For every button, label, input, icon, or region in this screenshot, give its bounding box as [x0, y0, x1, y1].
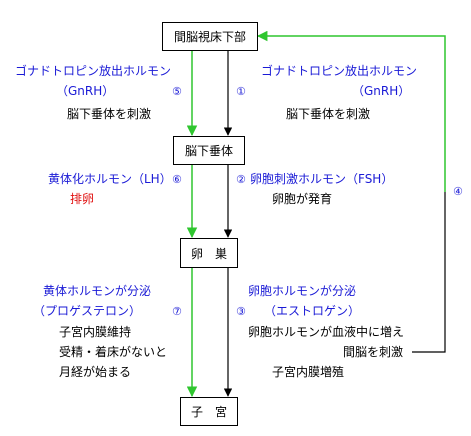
- right-gnrh-line2: （GnRH）: [352, 84, 411, 98]
- right-est-note1: 卵胞ホルモンが血液中に増え: [248, 325, 405, 339]
- left-prog-note3: 月経が始まる: [59, 365, 132, 379]
- right-est-line2: （エストロゲン）: [264, 304, 361, 318]
- right-gnrh-line1: ゴナドトロピン放出ホルモン: [261, 64, 418, 78]
- feedback-black-line: [412, 192, 446, 353]
- step-3: ③: [236, 305, 246, 318]
- right-est-note2: 間脳を刺激: [343, 345, 404, 359]
- left-prog-note1: 子宮内膜維持: [59, 325, 132, 339]
- node-ovary: 卵 巣: [180, 238, 238, 268]
- left-gnrh-line2: （GnRH）: [56, 84, 115, 98]
- right-fsh-note: 卵胞が発育: [272, 192, 333, 206]
- node-hypothalamus: 間脳視床下部: [162, 22, 258, 51]
- left-gnrh-note: 脳下垂体を刺激: [67, 107, 152, 121]
- right-est-line1: 卵胞ホルモンが分泌: [248, 284, 357, 298]
- step-5: ⑤: [172, 85, 182, 98]
- right-fsh-label: 卵胞刺激ホルモン（FSH）: [250, 172, 394, 186]
- left-prog-note2: 受精・着床がないと: [59, 345, 168, 359]
- step-1: ①: [236, 85, 246, 98]
- left-prog-line1: 黄体ホルモンが分泌: [43, 284, 152, 298]
- node-uterus: 子 宮: [180, 397, 238, 426]
- node-pituitary: 脳下垂体: [173, 136, 245, 165]
- step-6: ⑥: [172, 173, 182, 186]
- step-7: ⑦: [172, 305, 182, 318]
- feedback-green-line: [256, 30, 446, 192]
- left-lh-label: 黄体化ホルモン（LH）: [48, 172, 172, 186]
- left-gnrh-line1: ゴナドトロピン放出ホルモン: [15, 64, 172, 78]
- left-lh-note: 排卵: [70, 192, 95, 206]
- left-prog-line2: （プロゲステロン）: [33, 304, 142, 318]
- step-4: ④: [453, 185, 463, 198]
- right-est-note3: 子宮内膜増殖: [272, 365, 345, 379]
- step-2: ②: [236, 173, 246, 186]
- right-gnrh-note: 脳下垂体を刺激: [286, 107, 371, 121]
